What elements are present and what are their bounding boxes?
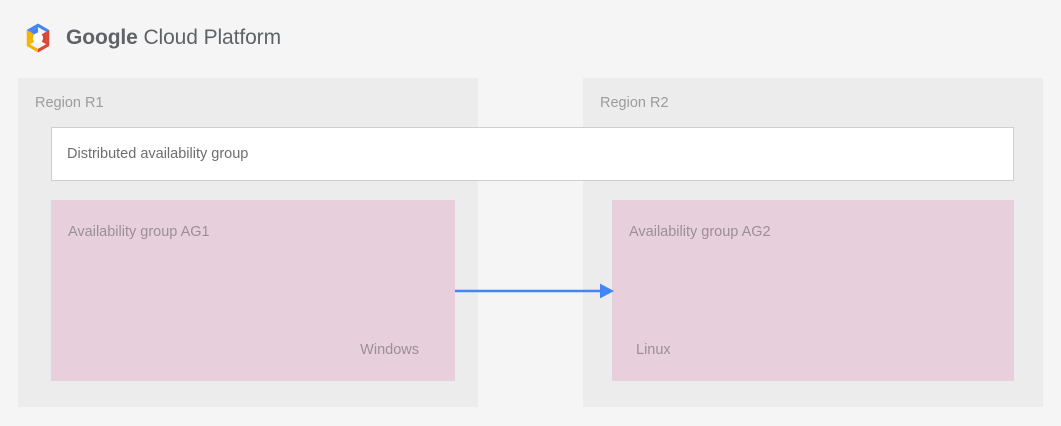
- gcp-hexagon-logo-icon: [26, 23, 50, 53]
- availability-group-ag1-title: Availability group AG1: [68, 224, 210, 240]
- brand-wordmark: Google Cloud Platform: [66, 26, 281, 50]
- region-label-r1: Region R1: [35, 95, 104, 111]
- distributed-availability-group-box: Distributed availability group: [51, 127, 1014, 181]
- availability-group-ag2-box: Availability group AG2 Linux: [612, 200, 1014, 381]
- availability-group-ag1-box: Availability group AG1 Windows: [51, 200, 455, 381]
- os-label-windows: Windows: [360, 342, 419, 358]
- brand-wordmark-cloud-platform: Cloud Platform: [137, 26, 281, 49]
- replication-arrow-icon: [455, 283, 614, 299]
- region-label-r2: Region R2: [600, 95, 669, 111]
- availability-group-ag2-title: Availability group AG2: [629, 224, 771, 240]
- brand-wordmark-google: Google: [66, 26, 138, 49]
- os-label-linux: Linux: [636, 342, 671, 358]
- brand-header: Google Cloud Platform: [22, 17, 281, 59]
- distributed-availability-group-label: Distributed availability group: [67, 146, 249, 162]
